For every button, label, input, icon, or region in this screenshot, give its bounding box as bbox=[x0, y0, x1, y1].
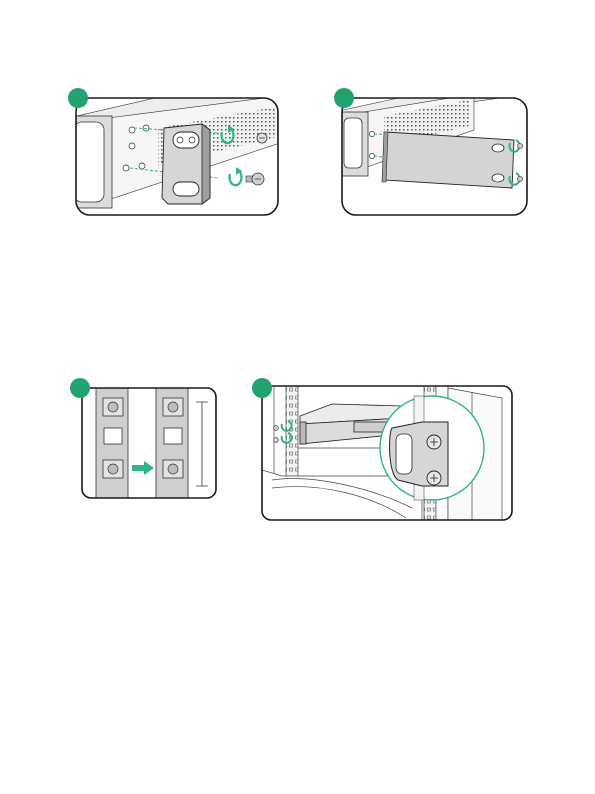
step-4-badge bbox=[252, 378, 272, 398]
step-2-badge bbox=[334, 88, 354, 108]
screw-icon bbox=[246, 173, 264, 185]
mounting-bracket bbox=[382, 132, 514, 188]
cage-nut bbox=[103, 460, 123, 478]
step-4-panel bbox=[252, 378, 514, 522]
square-hole bbox=[164, 428, 182, 444]
step-1-badge bbox=[68, 88, 88, 108]
bracket-screw-install-illustration bbox=[68, 88, 280, 218]
zoom-detail-circle bbox=[380, 396, 484, 500]
spacing-dimension bbox=[196, 402, 208, 486]
mounting-hole bbox=[143, 125, 149, 131]
step-3-badge bbox=[70, 378, 90, 398]
cage-nut bbox=[163, 460, 183, 478]
mounting-hole bbox=[129, 143, 135, 149]
bracket-attached-illustration bbox=[334, 88, 529, 218]
step-1-panel bbox=[68, 88, 280, 218]
step-3-panel bbox=[70, 378, 218, 502]
mounting-bracket bbox=[162, 124, 210, 204]
mounting-hole bbox=[123, 165, 129, 171]
arrow-right-icon bbox=[132, 461, 154, 475]
square-hole bbox=[104, 428, 122, 444]
mounting-hole bbox=[139, 163, 145, 169]
cage-nut bbox=[103, 398, 123, 416]
cage-nut bbox=[163, 398, 183, 416]
screw-icon bbox=[257, 133, 267, 143]
rack-mount-illustration bbox=[252, 378, 514, 522]
step-2-panel bbox=[334, 88, 529, 218]
cage-nut-install-illustration bbox=[70, 378, 218, 502]
